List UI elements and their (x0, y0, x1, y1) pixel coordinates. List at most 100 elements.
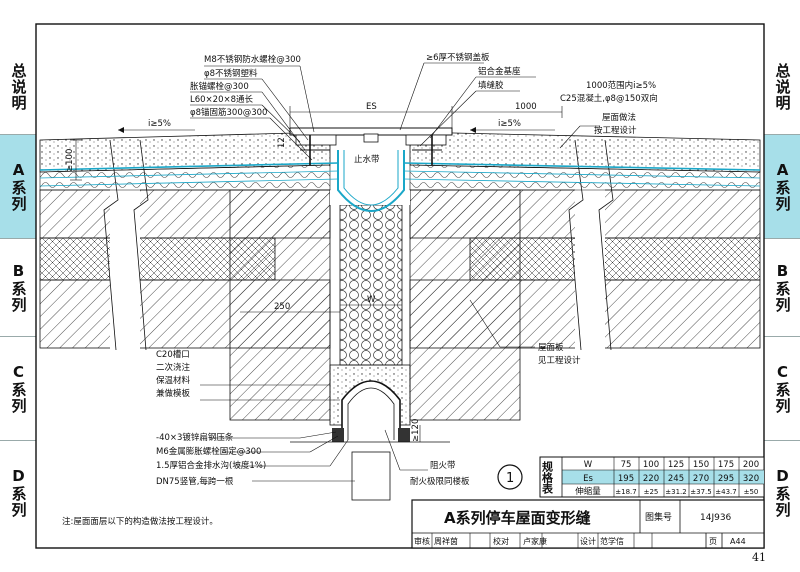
spec-header-0: W (584, 460, 593, 470)
side-tab-label: C系列 (9, 362, 28, 414)
side-tab-r-0[interactable]: 总说明 (764, 40, 800, 134)
spec-cell: ±25 (644, 488, 659, 496)
atlas-number: 14J936 (700, 513, 732, 523)
spec-cell: 245 (668, 474, 684, 484)
side-tab-r-2[interactable]: B系列 (764, 238, 800, 336)
spec-cell: 175 (718, 460, 734, 470)
spec-cell: 200 (743, 460, 759, 470)
label-m6: M6金属膨胀螺栓固定@300 (156, 446, 261, 457)
side-tab-l-4[interactable]: D系列 (0, 440, 36, 544)
atlas-label: 图集号 (645, 511, 672, 523)
side-tab-r-3[interactable]: C系列 (764, 336, 800, 440)
label-expansion-bolt: 胀锚螺栓@300 (190, 81, 249, 92)
review-label: 审核 (414, 536, 430, 546)
side-tab-label: 总说明 (773, 63, 792, 111)
side-tab-separator (0, 336, 36, 337)
label-downpipe: DN75竖管,每跨一根 (156, 476, 234, 487)
side-tab-r-1[interactable]: A系列 (764, 134, 800, 238)
label-anchor-bar: φ8锚固筋300@300 (190, 107, 267, 118)
side-tab-separator (0, 440, 36, 441)
page-label: 页 (709, 537, 717, 546)
page-number: 41 (752, 551, 766, 564)
label-slab-2: 见工程设计 (538, 355, 581, 366)
side-tab-separator (764, 238, 800, 239)
side-tab-l-0[interactable]: 总说明 (0, 40, 36, 134)
label-fire-2: 耐火极限同楼板 (410, 476, 470, 487)
label-insulation: 保温材料 (156, 375, 191, 386)
designer: 范学信 (600, 536, 624, 546)
dim-120: ≥120 (411, 419, 421, 442)
slope-right: i≥5% (498, 119, 521, 129)
spec-row-header: 规格表 (541, 460, 555, 495)
side-tab-separator (764, 440, 800, 441)
dim-es: ES (366, 102, 377, 112)
spec-cell: 195 (618, 474, 634, 484)
spec-cell: 220 (643, 474, 659, 484)
label-c20-1: C20槽口 (156, 349, 190, 360)
spec-cell: ±50 (744, 488, 759, 496)
page-code: A44 (730, 537, 746, 546)
detail-number-circle (497, 464, 523, 490)
water-stop (337, 150, 405, 212)
detail-number: 1 (506, 471, 514, 486)
footnote: 注:屋面面层以下的构造做法按工程设计。 (62, 516, 218, 527)
dim-12: 12 (277, 137, 287, 148)
spec-cell: 150 (693, 460, 709, 470)
title-block (411, 499, 765, 549)
spec-cell: ±18.7 (615, 488, 636, 496)
label-plastic-anchor: φ8不锈钢塑料 (204, 68, 258, 79)
side-tab-separator (0, 134, 36, 135)
side-tab-label: A系列 (9, 160, 28, 212)
label-angle-steel: L60×20×8通长 (190, 94, 254, 105)
dim-1000: 1000 (515, 102, 537, 112)
side-tab-label: A系列 (773, 160, 792, 212)
drawing-title: A系列停车屋面变形缝 (444, 509, 591, 527)
spec-header-2: 伸缩量 (575, 486, 601, 497)
dim-100: ≥100 (65, 149, 75, 172)
side-tab-label: B系列 (9, 261, 28, 313)
label-roof-note-2: 按工程设计 (594, 125, 637, 136)
downpipe (351, 451, 391, 501)
drawing-frame (35, 23, 765, 549)
spec-table-cells: WEs伸缩量75195±18.7100220±25125245±31.21502… (575, 460, 759, 497)
label-slope-note: 1000范围内i≥5% (586, 80, 656, 91)
side-tab-label: C系列 (773, 362, 792, 414)
spec-cell: 270 (693, 474, 709, 484)
side-tab-label: D系列 (773, 466, 792, 518)
label-fire-1: 阻火带 (430, 461, 456, 471)
spec-cell: 295 (718, 474, 734, 484)
spec-cell: 125 (668, 460, 684, 470)
label-sealant: 填缝胶 (478, 80, 504, 91)
side-tab-label: B系列 (773, 261, 792, 313)
fire-barrier-fill (339, 204, 403, 366)
left-beam (229, 189, 331, 421)
side-tab-label: D系列 (9, 466, 28, 518)
spec-cell: ±31.2 (665, 488, 686, 496)
label-concrete-note: C25混凝土,φ8@150双向 (560, 93, 658, 104)
side-tab-label: 总说明 (9, 63, 28, 111)
spec-cell: ±37.5 (690, 488, 711, 496)
check-label: 校对 (493, 536, 509, 546)
spec-header-1: Es (583, 474, 593, 484)
spec-cell: ±43.7 (715, 488, 736, 496)
side-tab-l-3[interactable]: C系列 (0, 336, 36, 440)
side-tab-l-2[interactable]: B系列 (0, 238, 36, 336)
side-tab-l-1[interactable]: A系列 (0, 134, 36, 238)
drain-gutter (341, 380, 401, 440)
label-m8-bolt: M8不锈钢防水螺栓@300 (204, 54, 301, 65)
spec-cell: 320 (743, 474, 759, 484)
dim-w: W (367, 295, 376, 305)
spec-table: 规格表 (539, 456, 765, 498)
dim-250: 250 (274, 302, 290, 312)
label-c20-2: 二次浇注 (156, 362, 191, 373)
label-strip: -40×3镀锌扁钢压条 (156, 432, 234, 443)
side-tab-separator (0, 238, 36, 239)
reviewer: 周祥茵 (434, 536, 458, 546)
label-water-stop: 止水带 (354, 154, 380, 165)
checker: 卢家康 (523, 536, 547, 546)
label-slab-1: 屋面板 (538, 342, 564, 353)
slope-left: i≥5% (148, 119, 171, 129)
label-roof-note-1: 屋面做法 (602, 112, 636, 123)
side-tab-separator (764, 134, 800, 135)
side-tab-r-4[interactable]: D系列 (764, 440, 800, 544)
